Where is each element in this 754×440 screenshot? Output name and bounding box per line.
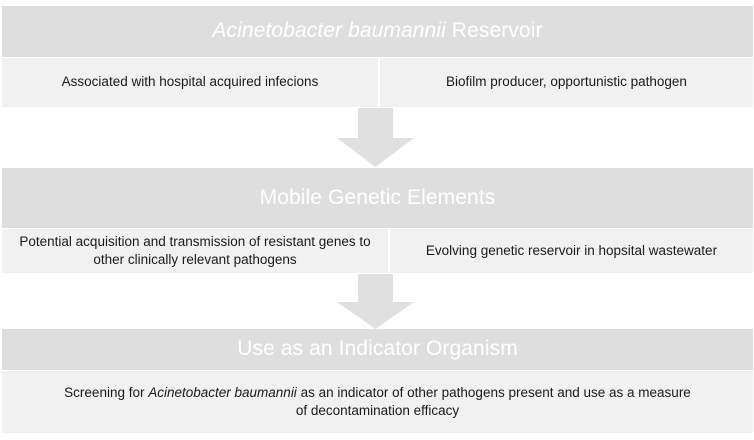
section-title-indicator-organism: Use as an Indicator Organism: [237, 337, 518, 361]
info-box-text-after: as an indicator of other pathogens prese…: [295, 384, 691, 418]
section-boxes-mobile-genetic-elements: Potential acquisition and transmission o…: [2, 229, 753, 273]
info-box: Biofilm producer, opportunistic pathogen: [380, 58, 753, 107]
section-boxes-reservoir: Associated with hospital acquired infeci…: [2, 58, 753, 107]
info-box-text-before: Screening for: [64, 384, 149, 400]
section-title-reservoir: Acinetobacter baumannii Reservoir: [212, 19, 542, 43]
info-box: Evolving genetic reservoir in hopsital w…: [390, 229, 753, 273]
species-name-italic: Acinetobacter baumannii: [212, 19, 446, 43]
section-header-reservoir: Acinetobacter baumannii Reservoir: [2, 6, 753, 57]
arrow-down-icon: [337, 274, 414, 329]
section-header-mobile-genetic-elements: Mobile Genetic Elements: [2, 168, 753, 228]
info-box: Screening for Acinetobacter baumannii as…: [2, 371, 753, 433]
info-box: Associated with hospital acquired infeci…: [2, 58, 378, 107]
section-title-suffix: Reservoir: [445, 19, 543, 43]
arrow-down-icon: [337, 108, 414, 167]
section-header-indicator-organism: Use as an Indicator Organism: [2, 329, 753, 370]
section-boxes-indicator-organism: Screening for Acinetobacter baumannii as…: [2, 371, 753, 433]
species-name-italic: Acinetobacter baumannii: [148, 384, 297, 400]
info-box: Potential acquisition and transmission o…: [2, 229, 388, 273]
section-title-mobile-genetic-elements: Mobile Genetic Elements: [259, 185, 496, 209]
